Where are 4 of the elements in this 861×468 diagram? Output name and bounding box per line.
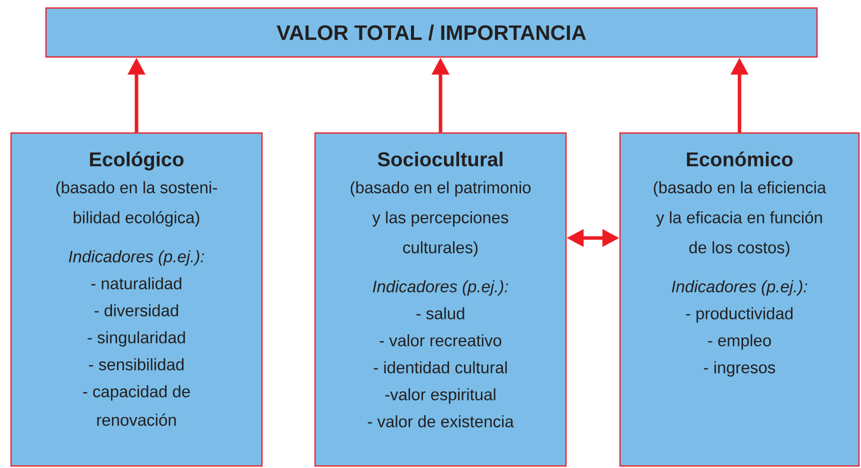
category-box: Sociocultural (basado en el patrimonio y las percepciones culturales) Indicadores (p.ej.): - salud - valor recreativo - identidad cultural -valor espiritual - valor de existencia [314,132,567,467]
category-box: Económico (basado en la eficiencia y la eficacia en función de los costos) Indicadores (p.ej.): - productividad - empleo - ingresos [619,132,860,467]
category-box: Ecológico (basado en la sosteni- bilidad ecológica) Indicadores (p.ej.): - naturalidad - diversidad - singularidad - sensibilidad - capacidad de renovación [10,132,263,467]
title-box: VALOR TOTAL / IMPORTANCIA [45,7,818,58]
